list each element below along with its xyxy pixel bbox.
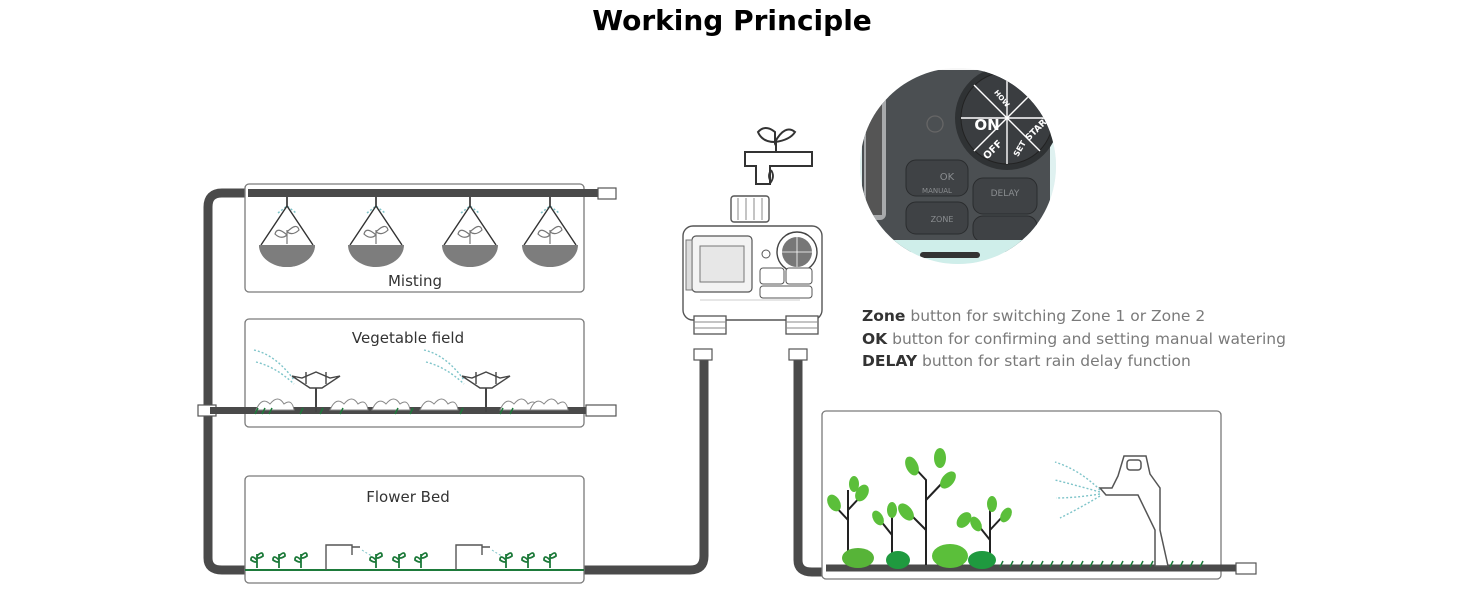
page-title: Working Principle	[592, 4, 872, 37]
flowerbed-label: Flower Bed	[366, 488, 449, 506]
grass-row-garden	[999, 560, 1204, 568]
legend-ok: OK button for confirming and setting man…	[862, 329, 1286, 348]
manual-button-label: MANUAL	[922, 187, 952, 195]
lettuce-row	[255, 398, 569, 411]
right-hose	[793, 358, 828, 577]
vegetable-zone: Vegetable field	[210, 318, 617, 428]
misting-pot-4	[522, 197, 578, 267]
irrigation-timer	[682, 195, 823, 335]
drip-emitter-2	[455, 544, 503, 570]
legend-zone: Zone button for switching Zone 1 or Zone…	[862, 307, 1206, 325]
misting-label: Misting	[388, 272, 442, 290]
delay-button-label: DELAY	[991, 189, 1020, 199]
misting-zone: Misting	[244, 183, 617, 293]
dial-on-label: ON	[974, 116, 999, 134]
flower-sprouts	[250, 552, 557, 568]
faucet-icon	[744, 127, 813, 185]
garden-zone	[821, 410, 1257, 580]
left-outlet-connector	[693, 348, 713, 361]
sprinkler-2	[423, 349, 511, 412]
sprinkler-1	[253, 349, 341, 412]
drip-emitter-1	[325, 544, 373, 570]
ok-button-label: OK	[940, 172, 955, 183]
misting-pot-2	[348, 197, 404, 267]
zone-button-label: ZONE	[931, 215, 954, 224]
button-legend: Zone button for switching Zone 1 or Zone…	[862, 305, 1286, 373]
shrub-plants	[827, 448, 1012, 569]
grass-row-veg	[254, 407, 514, 415]
spray-mist	[1054, 461, 1101, 519]
misting-pot-1	[259, 197, 315, 267]
timer-closeup: ON OFF HOW START SET OK MANUAL DELAY ZON…	[860, 68, 1056, 264]
misting-pot-3	[442, 197, 498, 267]
vegetable-label: Vegetable field	[352, 329, 464, 347]
spray-nozzle-icon	[1098, 455, 1169, 567]
legend-delay: DELAY button for start rain delay functi…	[862, 352, 1191, 370]
right-outlet-connector	[788, 348, 808, 361]
left-hose	[203, 188, 709, 575]
flowerbed-zone: Flower Bed	[244, 475, 585, 584]
